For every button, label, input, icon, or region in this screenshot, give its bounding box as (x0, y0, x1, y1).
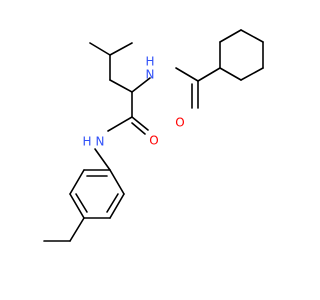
bond (106, 193, 119, 213)
bond (69, 169, 85, 195)
bond (219, 29, 242, 43)
bond (69, 217, 85, 242)
bond (109, 79, 133, 93)
nitrogen-label: N (96, 135, 105, 149)
hydrogen-label: H (145, 55, 154, 69)
oxygen-label: O (175, 116, 184, 130)
bond (131, 116, 149, 131)
hydrogen-label: H (82, 135, 91, 149)
atom-label-o-amide: O (149, 134, 158, 148)
bond (75, 193, 88, 213)
bond (107, 116, 133, 132)
bond (175, 67, 199, 82)
bond (109, 169, 125, 195)
bond (219, 67, 242, 81)
atom-label-n-anilide: N H (82, 135, 104, 149)
benzene-ring (69, 169, 125, 219)
bond (89, 42, 111, 56)
bond (109, 42, 133, 56)
bond (197, 67, 221, 82)
molecule-diagram: O N H O N H (43, 29, 264, 242)
oxygen-label: O (149, 134, 158, 148)
bond (131, 77, 151, 93)
bond (240, 29, 264, 43)
nitrogen-label: N (146, 68, 155, 82)
bond (109, 193, 125, 219)
bond (131, 122, 146, 135)
atom-label-o-ring: O (175, 116, 184, 130)
atom-label-n-ring: N H (145, 55, 154, 82)
bond (240, 67, 264, 81)
bond (69, 193, 85, 219)
cyclohexane-ring (219, 29, 264, 81)
bond (94, 148, 111, 171)
